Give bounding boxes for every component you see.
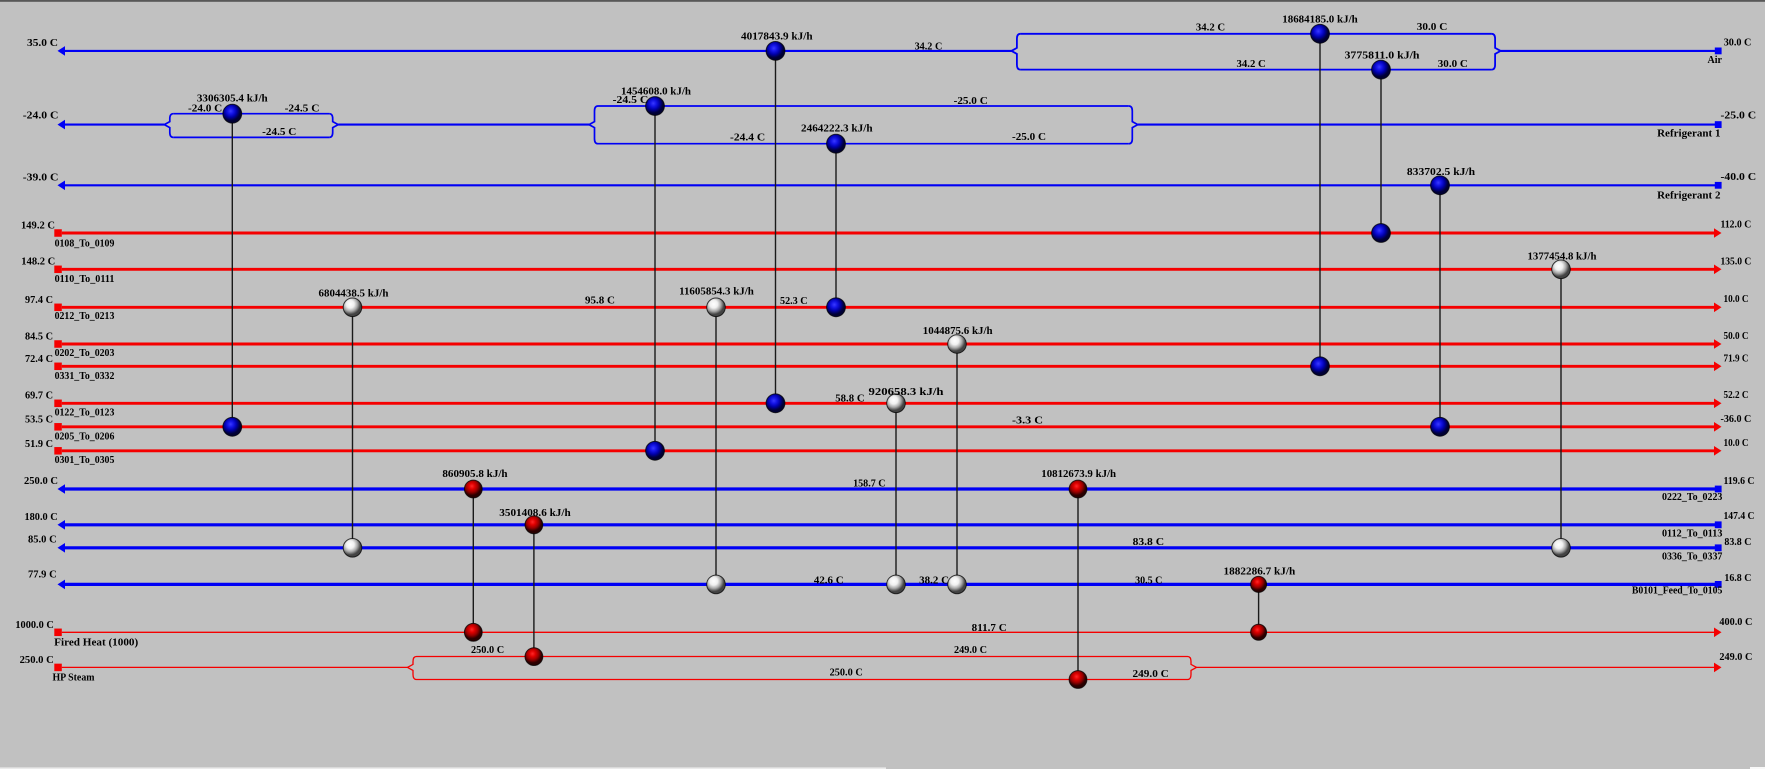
svg-text:51.9 C: 51.9 C	[25, 439, 53, 450]
svg-text:400.0 C: 400.0 C	[1719, 617, 1752, 628]
svg-text:-39.0 C: -39.0 C	[23, 173, 59, 184]
svg-text:6804438.5 kJ/h: 6804438.5 kJ/h	[319, 289, 389, 300]
svg-text:3775811.0 kJ/h: 3775811.0 kJ/h	[1345, 51, 1420, 62]
svg-text:860905.8 kJ/h: 860905.8 kJ/h	[442, 469, 507, 480]
svg-text:-24.5 C: -24.5 C	[613, 95, 649, 106]
svg-text:2464222.3 kJ/h: 2464222.3 kJ/h	[801, 124, 873, 135]
svg-text:1044875.6 kJ/h: 1044875.6 kJ/h	[923, 326, 993, 337]
svg-text:Fired Heat (1000): Fired Heat (1000)	[54, 638, 139, 649]
svg-text:42.6 C: 42.6 C	[814, 575, 844, 586]
svg-text:53.5 C: 53.5 C	[25, 415, 53, 426]
svg-text:135.0 C: 135.0 C	[1721, 256, 1752, 267]
svg-text:50.0 C: 50.0 C	[1724, 331, 1749, 342]
svg-text:84.5 C: 84.5 C	[25, 332, 53, 343]
svg-text:HP Steam: HP Steam	[53, 673, 95, 684]
svg-text:920658.3 kJ/h: 920658.3 kJ/h	[869, 387, 944, 398]
svg-text:119.6 C: 119.6 C	[1724, 476, 1755, 487]
svg-text:52.2 C: 52.2 C	[1724, 390, 1749, 401]
svg-text:1454608.0 kJ/h: 1454608.0 kJ/h	[621, 86, 691, 97]
svg-text:-24.5 C: -24.5 C	[262, 127, 296, 138]
svg-text:83.8 C: 83.8 C	[1724, 537, 1751, 548]
svg-text:-3.3 C: -3.3 C	[1012, 416, 1043, 427]
svg-text:833702.5 kJ/h: 833702.5 kJ/h	[1407, 167, 1475, 178]
svg-text:35.0 C: 35.0 C	[27, 38, 58, 49]
svg-text:-24.0 C: -24.0 C	[188, 104, 222, 115]
svg-text:0301_To_0305: 0301_To_0305	[55, 455, 115, 466]
svg-text:250.0 C: 250.0 C	[830, 667, 863, 678]
svg-text:-24.0 C: -24.0 C	[23, 111, 59, 122]
svg-text:180.0 C: 180.0 C	[25, 512, 58, 523]
svg-text:30.0 C: 30.0 C	[1724, 37, 1752, 48]
svg-text:112.0 C: 112.0 C	[1721, 219, 1752, 230]
svg-text:Air: Air	[1708, 55, 1723, 66]
svg-text:34.2 C: 34.2 C	[1196, 23, 1225, 34]
svg-text:18684185.0 kJ/h: 18684185.0 kJ/h	[1282, 15, 1358, 26]
svg-text:83.8 C: 83.8 C	[1133, 537, 1165, 548]
svg-text:-24.4 C: -24.4 C	[730, 133, 765, 144]
svg-text:16.8 C: 16.8 C	[1724, 573, 1751, 584]
svg-text:58.8 C: 58.8 C	[835, 394, 864, 405]
svg-text:Refrigerant 1: Refrigerant 1	[1657, 128, 1720, 139]
svg-text:34.2 C: 34.2 C	[1237, 59, 1266, 70]
svg-text:250.0 C: 250.0 C	[20, 655, 54, 666]
svg-text:30.5 C: 30.5 C	[1135, 575, 1162, 586]
svg-text:1000.0 C: 1000.0 C	[15, 620, 53, 631]
svg-text:B0101_Feed_To_0105: B0101_Feed_To_0105	[1632, 586, 1723, 597]
svg-text:0108_To_0109: 0108_To_0109	[55, 238, 115, 249]
svg-text:-24.5 C: -24.5 C	[285, 104, 320, 115]
svg-text:-36.0 C: -36.0 C	[1721, 414, 1752, 425]
svg-text:0331_To_0332: 0331_To_0332	[55, 371, 115, 382]
svg-text:4017843.9 kJ/h: 4017843.9 kJ/h	[741, 32, 813, 43]
svg-text:-25.0 C: -25.0 C	[1721, 110, 1757, 121]
svg-text:0122_To_0123: 0122_To_0123	[55, 407, 115, 418]
svg-text:10.0 C: 10.0 C	[1724, 438, 1749, 449]
svg-text:69.7 C: 69.7 C	[25, 391, 53, 402]
svg-text:0205_To_0206: 0205_To_0206	[55, 431, 115, 442]
svg-text:0110_To_0111: 0110_To_0111	[55, 274, 115, 285]
svg-text:52.3 C: 52.3 C	[780, 296, 808, 307]
svg-text:30.0 C: 30.0 C	[1417, 22, 1448, 33]
svg-text:38.2 C: 38.2 C	[919, 575, 949, 586]
svg-text:0112_To_0113: 0112_To_0113	[1662, 529, 1722, 540]
svg-text:148.2 C: 148.2 C	[21, 256, 55, 267]
svg-text:10.0 C: 10.0 C	[1724, 294, 1749, 305]
svg-text:0336_To_0337: 0336_To_0337	[1662, 552, 1722, 563]
svg-text:-25.0 C: -25.0 C	[1012, 132, 1046, 143]
svg-text:30.0 C: 30.0 C	[1438, 59, 1468, 70]
svg-text:147.4 C: 147.4 C	[1724, 511, 1755, 522]
svg-text:3306305.4 kJ/h: 3306305.4 kJ/h	[197, 94, 268, 105]
svg-text:-25.0 C: -25.0 C	[954, 96, 988, 107]
svg-text:95.8 C: 95.8 C	[585, 296, 615, 307]
svg-text:249.0 C: 249.0 C	[1133, 669, 1169, 680]
svg-text:Refrigerant 2: Refrigerant 2	[1657, 190, 1720, 201]
svg-text:811.7 C: 811.7 C	[972, 623, 1007, 634]
svg-text:72.4 C: 72.4 C	[25, 354, 53, 365]
svg-text:149.2 C: 149.2 C	[21, 220, 55, 231]
svg-text:97.4 C: 97.4 C	[25, 295, 53, 306]
svg-text:11605854.3 kJ/h: 11605854.3 kJ/h	[679, 287, 754, 298]
svg-text:-40.0 C: -40.0 C	[1721, 172, 1757, 183]
svg-text:158.7 C: 158.7 C	[853, 479, 886, 490]
svg-text:0202_To_0203: 0202_To_0203	[55, 348, 115, 359]
svg-text:77.9 C: 77.9 C	[28, 570, 57, 581]
svg-text:3501408.6 kJ/h: 3501408.6 kJ/h	[499, 508, 571, 519]
svg-text:249.0 C: 249.0 C	[1719, 652, 1752, 663]
svg-text:71.9 C: 71.9 C	[1724, 353, 1749, 364]
svg-text:85.0 C: 85.0 C	[28, 535, 57, 546]
svg-text:250.0 C: 250.0 C	[24, 476, 58, 487]
svg-text:0212_To_0213: 0212_To_0213	[55, 311, 115, 322]
svg-text:1377454.8 kJ/h: 1377454.8 kJ/h	[1528, 252, 1597, 263]
svg-text:34.2 C: 34.2 C	[915, 41, 943, 52]
svg-text:10812673.9 kJ/h: 10812673.9 kJ/h	[1041, 469, 1116, 480]
svg-text:249.0 C: 249.0 C	[954, 645, 987, 656]
svg-text:0222_To_0223: 0222_To_0223	[1662, 492, 1722, 503]
svg-text:250.0 C: 250.0 C	[471, 645, 504, 656]
svg-text:1882286.7 kJ/h: 1882286.7 kJ/h	[1224, 567, 1296, 578]
